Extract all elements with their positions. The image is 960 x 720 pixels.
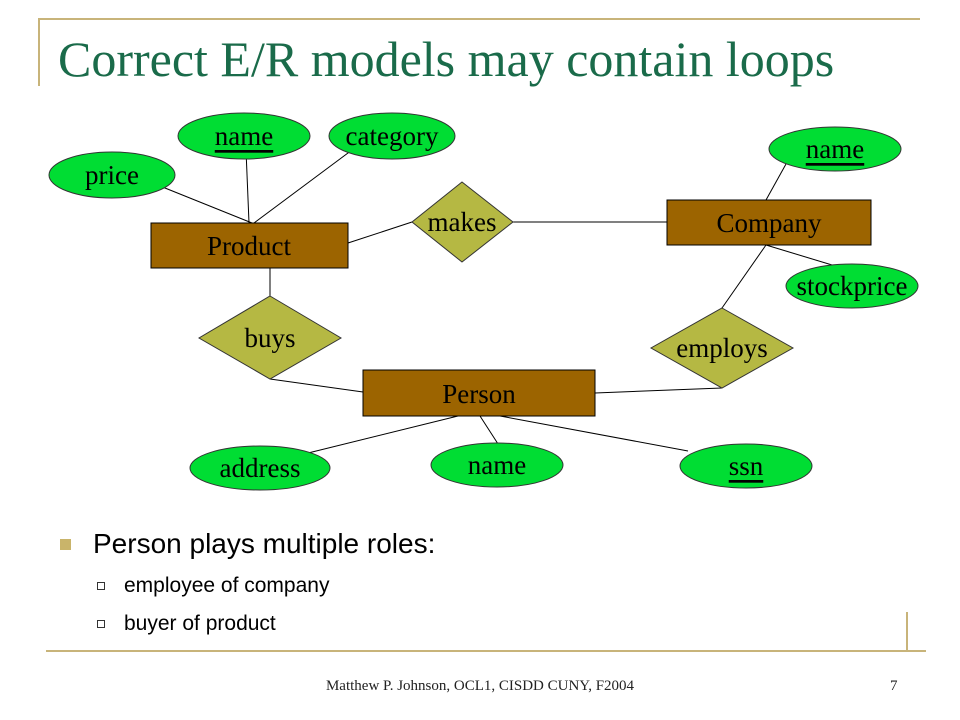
attribute-product-category-label: category <box>346 121 439 151</box>
attribute-person-address: address <box>189 445 331 491</box>
left-rule <box>38 18 40 86</box>
relationship-employs-label: employs <box>676 333 768 363</box>
page-number: 7 <box>890 678 898 694</box>
edge-company-employs <box>721 244 767 309</box>
attribute-person-address-label: address <box>220 453 301 483</box>
entity-person-label: Person <box>442 379 516 409</box>
relationship-employs: employs <box>649 307 795 389</box>
right-rule <box>906 612 908 652</box>
sub-bullet-square-icon <box>97 620 105 628</box>
attribute-product-name: name <box>177 112 311 160</box>
attribute-product-name-label: name <box>215 121 273 151</box>
attribute-company-name-label: name <box>806 134 864 164</box>
relationship-buys-label: buys <box>244 323 295 353</box>
edge-buys-person <box>269 378 364 393</box>
edge-name-company <box>765 163 787 201</box>
attribute-person-name-label: name <box>468 450 526 480</box>
bullet-main: Person plays multiple roles: <box>60 528 435 560</box>
edge-price-product <box>159 185 253 224</box>
entity-company: Company <box>666 199 872 246</box>
attribute-company-name: name <box>768 126 902 172</box>
entity-product: Product <box>150 222 349 269</box>
sub-bullet-text: employee of company <box>124 574 330 597</box>
attribute-company-stockprice: stockprice <box>785 263 919 309</box>
edge-category-product <box>253 149 353 224</box>
entity-person: Person <box>362 369 596 417</box>
bullet-list: Person plays multiple roles: employee of… <box>60 528 435 636</box>
edge-person-name <box>479 415 501 448</box>
sub-bullet: employee of company <box>97 574 435 598</box>
relationship-makes-label: makes <box>428 207 497 237</box>
attribute-product-price-label: price <box>85 160 139 190</box>
edge-name-product <box>245 149 250 224</box>
slide-footer: Matthew P. Johnson, OCL1, CISDD CUNY, F2… <box>325 678 635 694</box>
sub-bullet-text: buyer of product <box>124 612 276 635</box>
attribute-person-ssn: ssn <box>679 443 813 489</box>
bullet-main-text: Person plays multiple roles: <box>93 528 436 559</box>
entity-company-label: Company <box>717 208 822 238</box>
edge-employs-person <box>594 387 723 394</box>
relationship-buys: buys <box>198 295 342 380</box>
edge-person-address <box>299 415 459 456</box>
top-rule <box>38 18 920 20</box>
bullet-square-icon <box>60 538 71 550</box>
attribute-company-stockprice-label: stockprice <box>797 271 908 301</box>
bottom-rule <box>46 650 926 652</box>
entity-product-label: Product <box>207 231 291 261</box>
attribute-person-ssn-label: ssn <box>729 451 764 481</box>
sub-bullet: buyer of product <box>97 612 435 636</box>
attribute-person-name: name <box>430 442 564 488</box>
edge-product-makes <box>347 221 413 244</box>
relationship-makes: makes <box>411 181 514 263</box>
sub-bullet-square-icon <box>97 582 105 590</box>
attribute-product-price: price <box>48 151 176 199</box>
edge-person-ssn <box>499 415 689 452</box>
slide-title: Correct E/R models may contain loops <box>58 31 835 87</box>
connector-lines <box>159 149 843 456</box>
attribute-product-category: category <box>328 112 456 160</box>
edge-stockprice-company <box>765 244 843 269</box>
